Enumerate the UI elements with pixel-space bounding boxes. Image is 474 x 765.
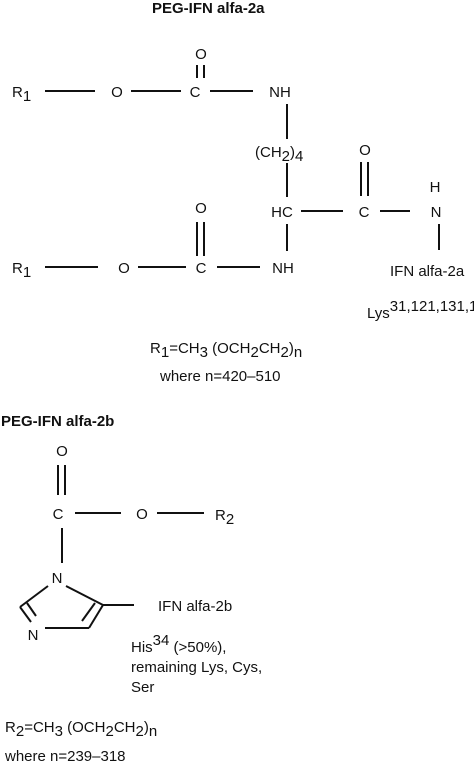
peg2b-ring-double-c2-n3 [26,602,37,617]
peg2b-ring-double-c4-c5 [81,602,96,622]
peg2b-r-formula: R2=CH3 (OCH2CH2)n [5,719,157,740]
peg2b-ring-n3: N [28,627,39,644]
peg2a-n-range: where n=420–510 [159,368,281,385]
peg2a-r-formula: R1=CH3 (OCH2CH2)n [150,340,302,361]
peg2a-amide-n: N [431,204,442,221]
peg2a-amide-o: O [359,142,371,159]
peg2a-alpha-carbon: HC [271,204,293,221]
peg2b-r-group: R2 [215,507,234,528]
peg2b-ester-o: O [136,506,148,523]
peg2b-carbonyl-o: O [56,443,68,460]
peg2b-ring-bond-c2-n3 [19,606,32,623]
peg2a-title: PEG-IFN alfa-2a [152,0,265,17]
peg2b-ring-bond-n1-c2 [19,585,49,608]
peg2b-title: PEG-IFN alfa-2b [1,413,114,430]
peg2b-carbonyl-c: C [53,506,64,523]
peg2a-top-nh: NH [269,84,291,101]
peg2b-site-his: His34 (>50%), [131,632,226,656]
peg2a-amide-h: H [430,179,441,196]
peg2a-bottom-ester-o: O [118,260,130,277]
peg2a-top-r: R1 [12,84,31,105]
peg2a-bottom-carbonyl-o: O [195,200,207,217]
peg2b-site-line2: remaining Lys, Cys, [131,659,262,676]
peg2b-ring-bond-c5-n1 [65,585,104,606]
peg2b-n-range: where n=239–318 [4,748,126,765]
peg2a-bottom-r: R1 [12,260,31,281]
peg2a-top-carbonyl-o: O [195,46,207,63]
peg2a-methylene-chain: (CH2)4 [255,144,303,165]
peg2b-ring-bond-c4-c5 [88,604,104,629]
peg2a-protein-label: IFN alfa-2a [390,263,465,280]
peg2a-bottom-carbonyl-c: C [196,260,207,277]
peg2a-top-ester-o: O [111,84,123,101]
peg2a-bottom-nh: NH [272,260,294,277]
peg2b-ring-n1: N [52,570,63,587]
peg2a-top-carbonyl-c: C [190,84,201,101]
peg2a-attachment-sites: Lys31,121,131,134 [367,298,474,322]
peg2b-site-line3: Ser [131,679,154,696]
peg2a-amide-c: C [359,204,370,221]
peg2b-protein-label: IFN alfa-2b [158,598,232,615]
